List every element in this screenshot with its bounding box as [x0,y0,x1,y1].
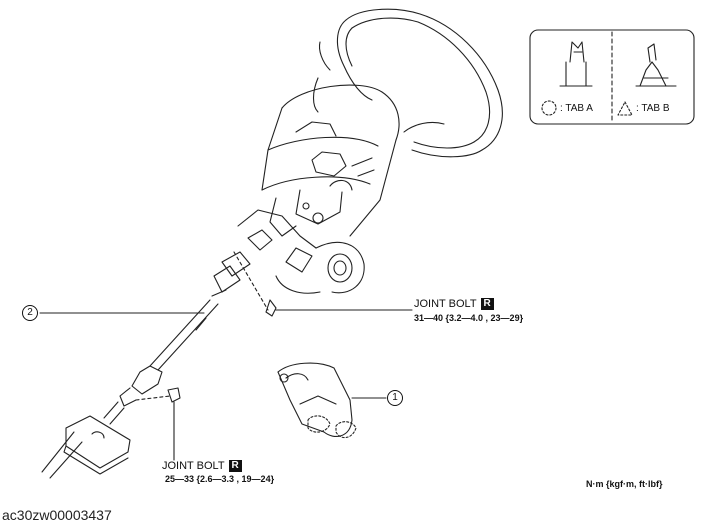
lower-joint-bolt-text: JOINT BOLT [162,460,225,472]
column-lower-body [237,202,365,294]
lower-replace-badge: R [228,460,242,472]
upper-replace-badge: R [480,298,494,310]
torque-units: N·m {kgf·m, ft·lbf} [586,479,663,489]
lower-joint-bolt [135,387,181,461]
steering-column-drawing [39,8,695,479]
intermediate-shaft [103,251,251,425]
tab-legend-box [529,29,695,125]
legend-tab-a: : TAB A [560,103,593,114]
steering-gear-plate [41,415,131,479]
steering-wheel [312,8,503,158]
upper-joint-bolt [233,251,413,317]
lower-joint-bolt-torque: 25—33 {2.6—3.3 , 19—24} [165,474,275,484]
column-housing [261,84,400,237]
callout-item-1: 1 [387,390,403,406]
legend-tab-b: : TAB B [636,103,670,114]
upper-joint-bolt-torque: 31—40 {3.2—4.0 , 23—29} [414,313,524,323]
figure-id-caption: ac30zw00003437 [2,507,112,523]
callout-item-2: 2 [22,305,38,321]
column-cover [277,362,387,439]
upper-joint-bolt-text: JOINT BOLT [414,298,477,310]
